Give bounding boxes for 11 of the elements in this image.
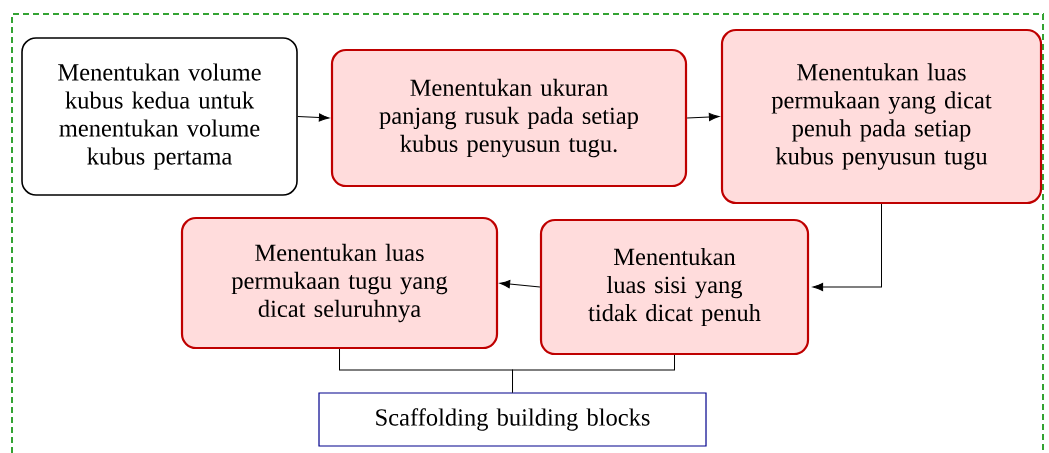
arrow [686,112,720,122]
process-box: Menentukan luas permukaan yang dicat penuh pada setiap kubus penyusun tugu [720,28,1043,205]
process-box: Menentukan luas permukaan tugu yang dicat seluruhnya [180,216,499,350]
process-box: Menentukan luas sisi yang tidak dicat penuh [539,218,810,356]
label-box: Scaffolding building blocks [318,392,707,447]
process-box: Menentukan volume kubus kedua untuk menentukan volume kubus pertama [21,37,298,196]
arrow [499,280,541,289]
arrow [297,113,330,122]
process-box: Menentukan ukuran panjang rusuk pada setiap kubus penyusun tugu. [330,48,688,188]
connector-line [512,354,675,393]
arrow [812,203,882,292]
